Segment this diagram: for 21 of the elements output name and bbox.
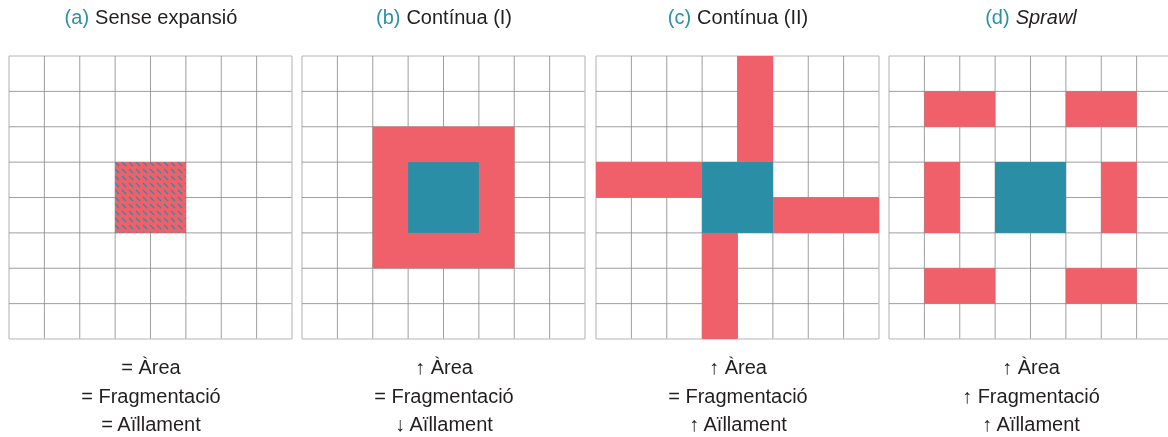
panel-letter: (a) — [64, 6, 90, 29]
effect-text: ↑ Aïllament — [982, 412, 1080, 437]
effect-text: ↓ Aïllament — [395, 412, 493, 437]
effect-text: ↑ Àrea — [415, 355, 473, 380]
effect-text: ↑ Fragmentació — [962, 383, 1100, 409]
effect-text: = Fragmentació — [81, 383, 221, 409]
effect-text: ↑ Àrea — [709, 355, 767, 380]
effect-text: = Fragmentació — [374, 383, 514, 409]
panel-letter: (d) — [985, 6, 1010, 29]
effect-text: ↑ Àrea — [1002, 355, 1060, 380]
effect-text: = Aïllament — [101, 412, 201, 437]
panel-letter: (c) — [667, 6, 692, 29]
effect-text: = Fragmentació — [668, 383, 808, 409]
panel-letter: (b) — [375, 6, 401, 29]
grid-map — [888, 55, 1168, 340]
panel-title: Contínua (II) — [697, 6, 809, 29]
effect-text: ↑ Aïllament — [689, 412, 787, 437]
panel-title: Contínua (I) — [406, 6, 513, 29]
effect-text: = Àrea — [121, 355, 181, 380]
panel-title: Sense expansió — [95, 6, 238, 29]
panel-title: Sprawl — [1015, 6, 1077, 29]
